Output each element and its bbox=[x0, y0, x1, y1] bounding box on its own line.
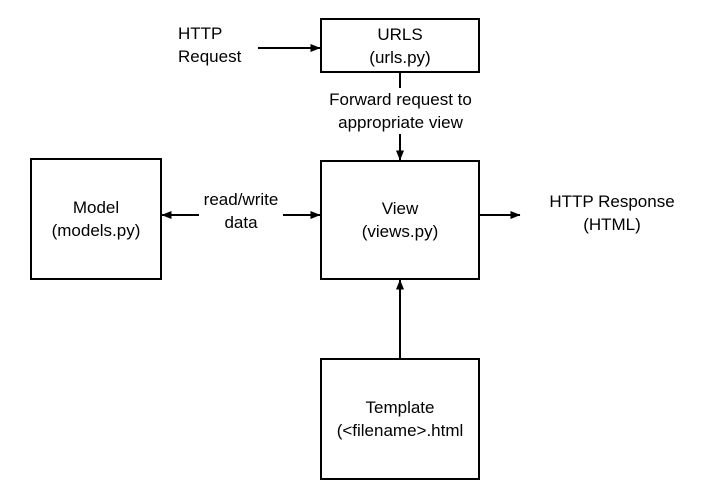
node-urls-title: URLS bbox=[377, 24, 423, 44]
label-http-request: HTTP Request bbox=[178, 22, 242, 68]
node-urls[interactable]: URLS (urls.py) bbox=[320, 18, 480, 73]
node-model[interactable]: Model (models.py) bbox=[30, 158, 162, 280]
label-forward-request-line2: appropriate view bbox=[338, 113, 463, 132]
node-template[interactable]: Template (<filename>.html bbox=[320, 358, 480, 480]
label-http-response: HTTP Response (HTML) bbox=[533, 190, 691, 236]
node-view-subtitle: (views.py) bbox=[361, 222, 439, 241]
label-read-write-data-line2: data bbox=[224, 213, 258, 232]
label-read-write-data: read/write data bbox=[199, 188, 283, 234]
label-http-request-line1: HTTP bbox=[178, 24, 223, 43]
label-http-response-line1: HTTP Response bbox=[549, 192, 675, 211]
node-template-title: Template bbox=[365, 398, 435, 417]
node-view[interactable]: View (views.py) bbox=[320, 160, 480, 280]
label-http-request-line2: Request bbox=[178, 47, 242, 66]
label-read-write-data-line1: read/write bbox=[203, 190, 279, 209]
label-forward-request-line1: Forward request to bbox=[329, 90, 472, 109]
node-model-title: Model bbox=[72, 198, 120, 217]
node-view-title: View bbox=[381, 199, 419, 218]
node-urls-subtitle: (urls.py) bbox=[369, 47, 431, 67]
node-template-subtitle: (<filename>.html bbox=[336, 421, 464, 440]
label-http-response-line2: (HTML) bbox=[583, 215, 641, 234]
label-forward-request: Forward request to appropriate view bbox=[318, 88, 483, 134]
node-model-subtitle: (models.py) bbox=[51, 221, 141, 240]
